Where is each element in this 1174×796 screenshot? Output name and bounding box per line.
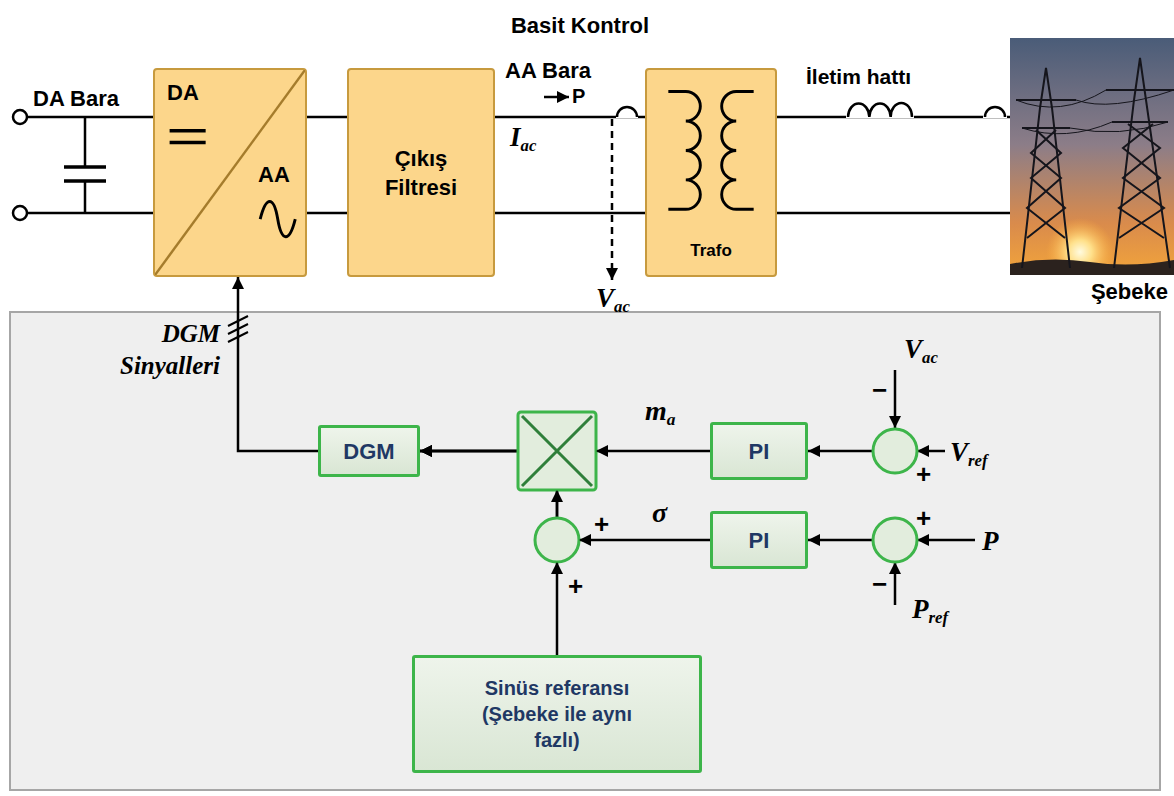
grid-photo: [1010, 38, 1174, 275]
signal-name: ma: [645, 396, 675, 426]
filter-box: Çıkış Filtresi: [347, 68, 495, 277]
signal-arrow: [808, 539, 873, 542]
dc-bus-wire: [27, 117, 153, 213]
power-symbol: P: [982, 526, 999, 556]
terminal: [13, 206, 27, 220]
current-symbol: Iac: [510, 122, 536, 152]
signal-name: σ: [652, 498, 667, 528]
sign-mark: −: [872, 572, 887, 596]
reference-symbol: Pref: [912, 594, 948, 624]
power-line: [307, 117, 347, 213]
input-arrow: [894, 562, 897, 605]
pwm-block: DGM: [318, 425, 420, 477]
pwm-signal-line: [238, 277, 318, 451]
capacitor-lead: [84, 117, 87, 213]
wire-patch: [846, 100, 914, 118]
box-label: DA: [167, 80, 199, 106]
converter-box: DA AA: [153, 68, 307, 277]
sign-mark: +: [568, 574, 583, 598]
input-arrow: [917, 539, 975, 542]
summing-junction: [873, 429, 917, 473]
multiplier-cross: [522, 416, 592, 486]
measurement-point: [985, 107, 1005, 117]
input-arrow: [917, 450, 945, 453]
sign-mark: +: [916, 506, 931, 530]
grid-photo-box: Şebeke: [1010, 38, 1174, 304]
sign-mark: −: [872, 378, 887, 402]
multiplier-block: [518, 412, 596, 490]
box-label: Sinüs referansı (Şebeke ile aynı fazlı): [465, 675, 650, 753]
voltage-symbol: Vac: [904, 334, 938, 364]
bus-name: DA Bara: [33, 86, 119, 112]
line-name: İletim hattı: [806, 64, 911, 89]
diagram-title: Basit Kontrol: [0, 13, 1160, 39]
bus-hash-marks: [228, 316, 248, 342]
measurement-point: [617, 107, 637, 117]
wire-patch: [616, 104, 638, 118]
power-line: [777, 117, 1010, 213]
reference-symbol: Vref: [950, 437, 988, 467]
box-label: Trafo: [647, 240, 775, 262]
arrow-head: [551, 562, 563, 574]
summing-junction: [873, 518, 917, 562]
pi-controller: PI: [710, 422, 808, 480]
power-direction-arrow: [544, 96, 569, 99]
box-label: AA: [258, 162, 290, 188]
wire-patch: [983, 104, 1007, 118]
summing-junction: [535, 518, 579, 562]
box-label: Şebeke: [1091, 279, 1168, 305]
voltage-tap: [611, 119, 614, 280]
power-line: [495, 117, 645, 213]
signal-name: DGM Sinyalleri: [80, 318, 220, 382]
box-label: DGM: [343, 437, 394, 466]
box-label: PI: [749, 437, 770, 466]
terminal: [13, 110, 27, 124]
control-panel-ground: [10, 312, 1160, 790]
power-symbol: P: [572, 84, 585, 108]
box-label: PI: [749, 526, 770, 555]
arrow-head: [551, 490, 563, 502]
transformer-box: Trafo: [645, 68, 777, 277]
arrow-head: [579, 534, 591, 546]
signal-arrow: [808, 450, 873, 453]
bus-name: AA Bara: [505, 58, 591, 84]
pi-controller: PI: [710, 511, 808, 569]
inductor-symbol: [848, 103, 912, 117]
voltage-symbol: Vac: [596, 283, 630, 313]
capacitor-plate: [64, 167, 106, 181]
sign-mark: +: [916, 462, 931, 486]
box-label: Çıkış Filtresi: [359, 144, 483, 202]
sign-mark: +: [594, 512, 609, 536]
sine-reference-block: Sinüs referansı (Şebeke ile aynı fazlı): [412, 655, 702, 773]
input-arrow: [894, 370, 897, 428]
arrow-head: [596, 445, 608, 457]
